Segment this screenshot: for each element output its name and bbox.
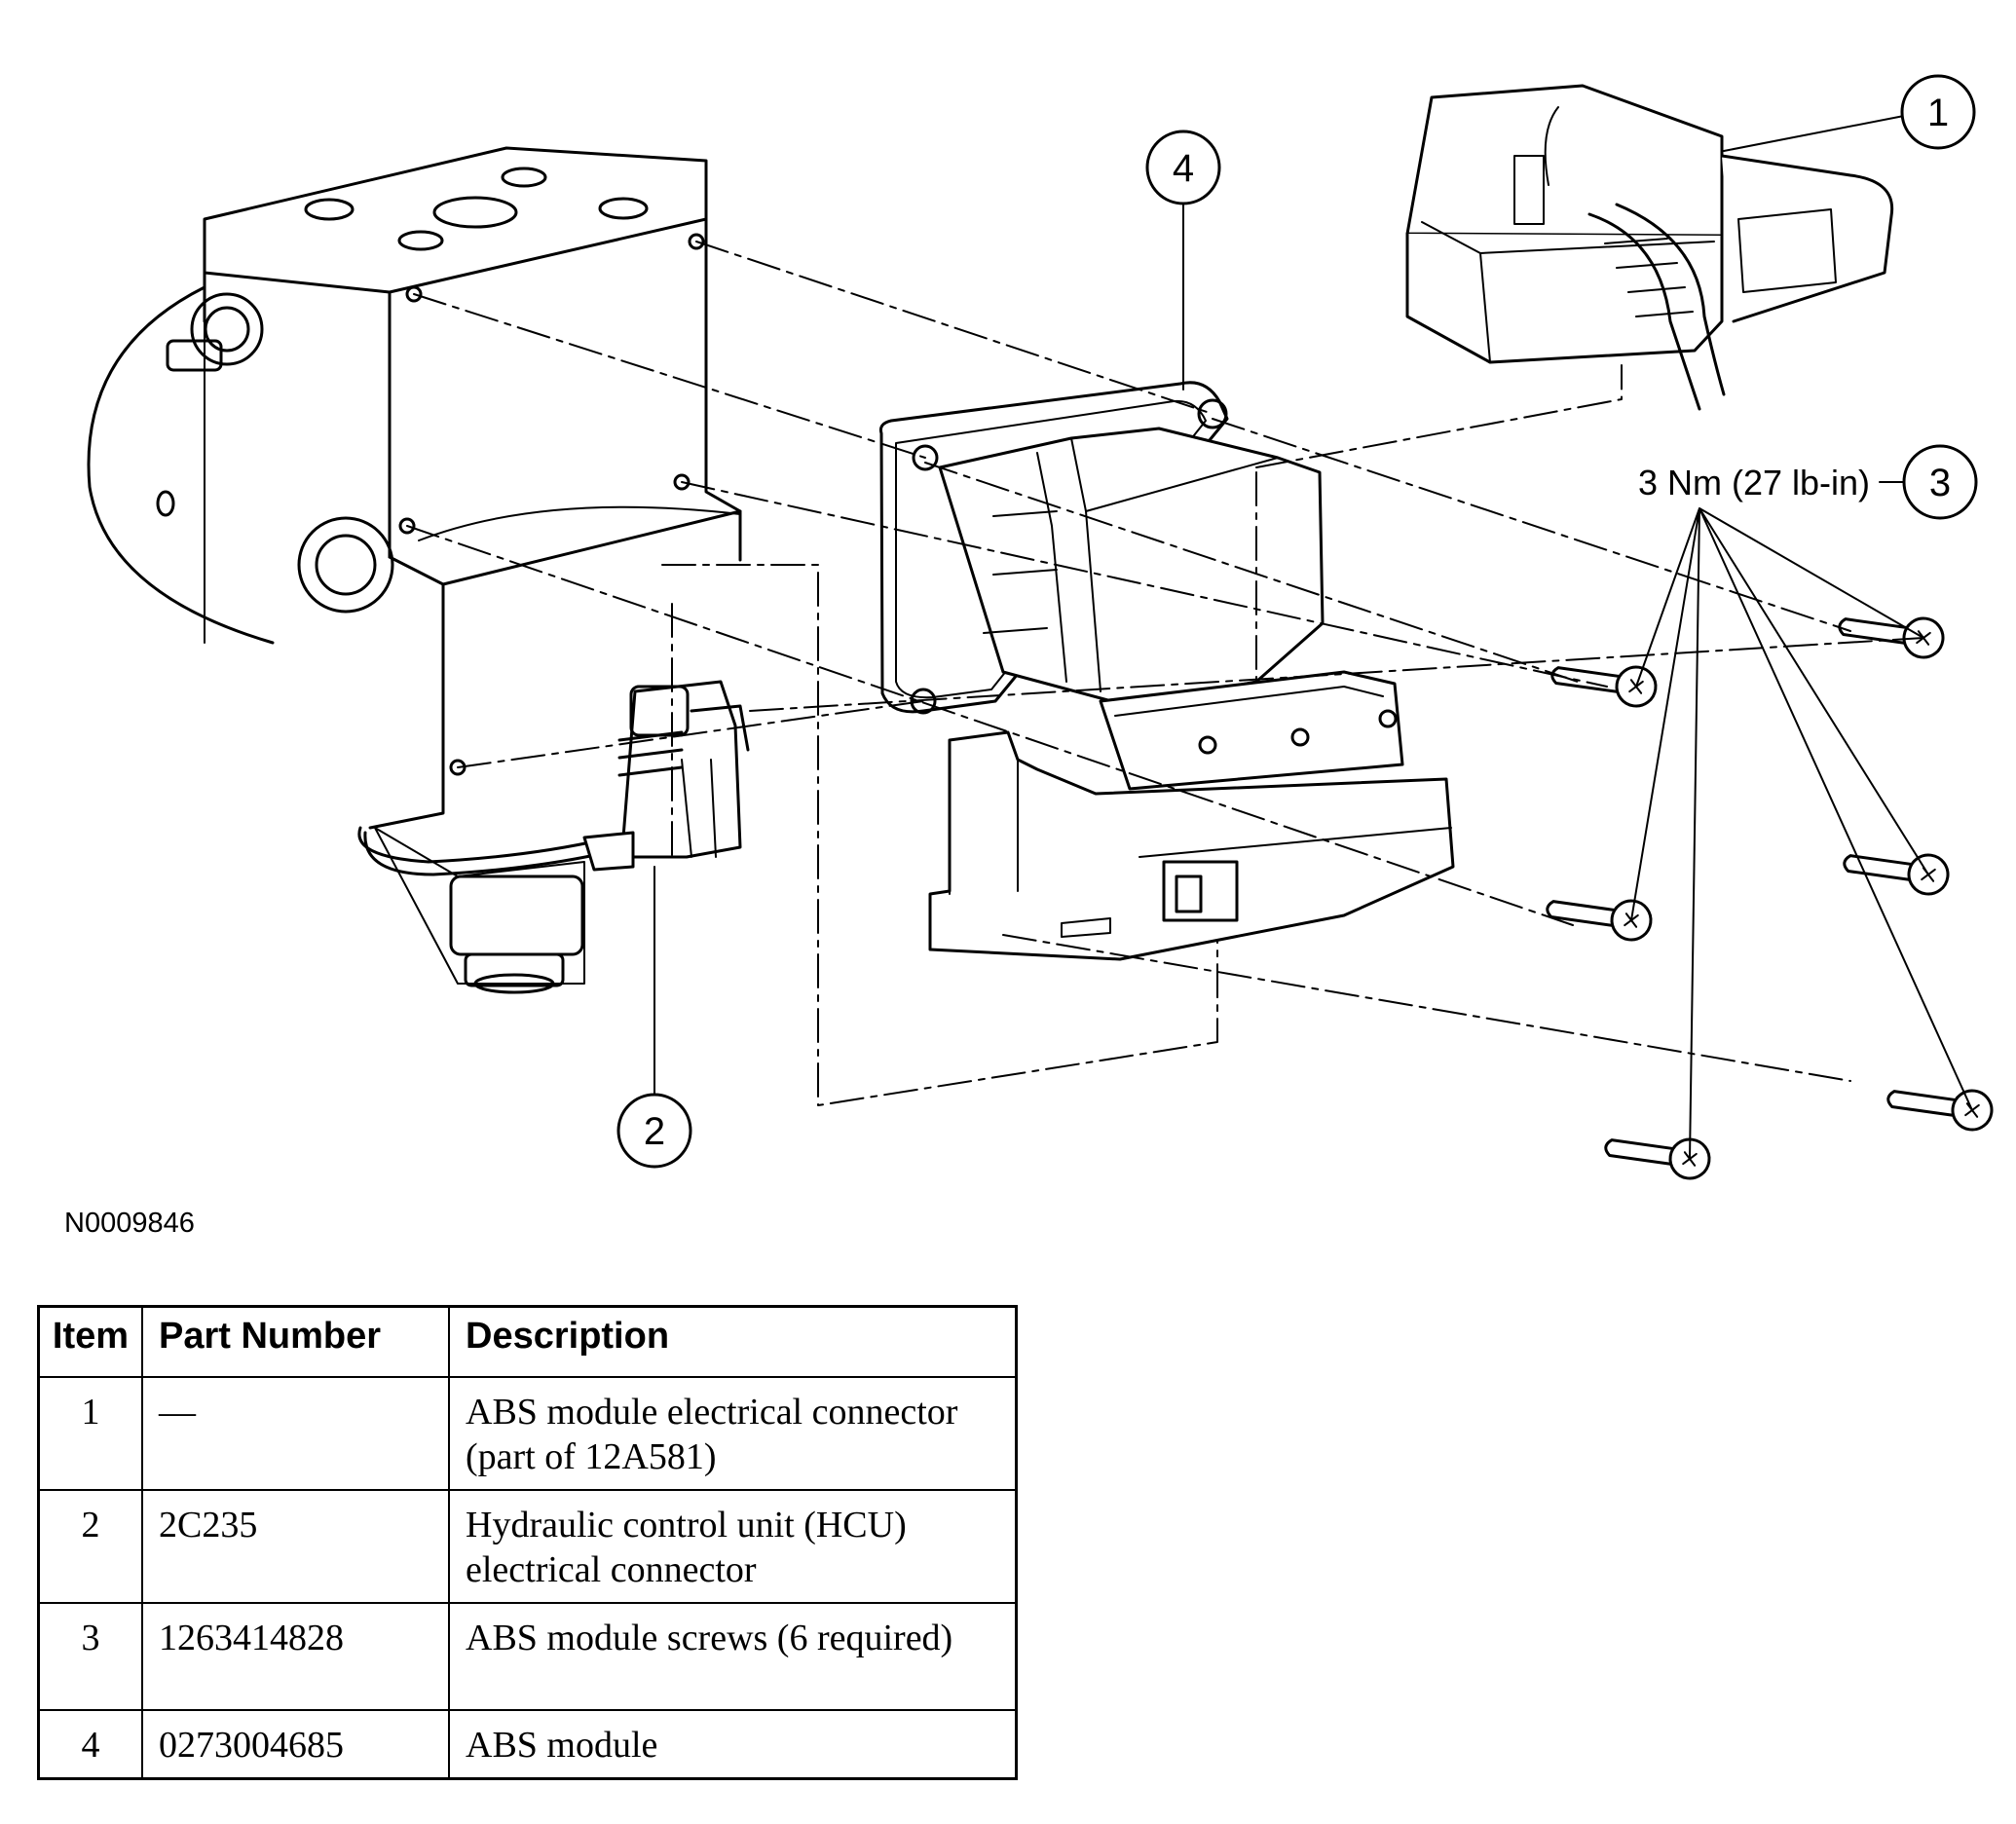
description-cell: ABS module electrical connector (part of… xyxy=(448,1376,1018,1491)
header-description: Description xyxy=(448,1305,1018,1378)
screw xyxy=(1546,899,1653,942)
description-cell: ABS module xyxy=(448,1709,1018,1780)
callout-1-label: 1 xyxy=(1927,92,1949,134)
part-number-cell: 2C235 xyxy=(141,1489,450,1604)
abs-connector-drawing xyxy=(1405,84,1910,411)
table-row: 1 — ABS module electrical connector (par… xyxy=(37,1376,1018,1491)
screw xyxy=(1886,1089,1994,1132)
item-cell: 3 xyxy=(37,1602,143,1711)
part-number-cell: 0273004685 xyxy=(141,1709,450,1780)
table-row: 2 2C235 Hydraulic control unit (HCU) ele… xyxy=(37,1489,1018,1604)
item-cell: 2 xyxy=(37,1489,143,1604)
screw xyxy=(1838,616,1945,659)
part-number-cell: — xyxy=(141,1376,450,1491)
abs-module-screws xyxy=(1546,481,1994,1180)
screw xyxy=(1550,665,1658,708)
screw xyxy=(1843,853,1950,896)
parts-table: Item Part Number Description 1 — ABS mod… xyxy=(37,1305,1018,1780)
callout-3: 3 xyxy=(1902,444,1978,520)
description-cell: ABS module screws (6 required) xyxy=(448,1602,1018,1711)
header-part-number: Part Number xyxy=(141,1305,450,1378)
item-cell: 1 xyxy=(37,1376,143,1491)
item-cell: 4 xyxy=(37,1709,143,1780)
header-item: Item xyxy=(37,1305,143,1378)
screw xyxy=(1604,1137,1711,1180)
figure-id: N0009846 xyxy=(64,1208,195,1239)
torque-spec-label: 3 Nm (27 lb-in) xyxy=(1638,463,1870,503)
part-number-cell: 1263414828 xyxy=(141,1602,450,1711)
callout-2-label: 2 xyxy=(644,1110,665,1153)
table-row: 4 0273004685 ABS module xyxy=(37,1709,1018,1780)
callout-4-label: 4 xyxy=(1173,147,1194,190)
abs-module-drawing xyxy=(879,196,1455,961)
callout-3-label: 3 xyxy=(1929,462,1951,504)
assembly-alignment-lines xyxy=(406,241,1924,1106)
table-header-row: Item Part Number Description xyxy=(37,1305,1018,1378)
callout-2: 2 xyxy=(616,1093,692,1169)
callout-4: 4 xyxy=(1145,130,1221,205)
hcu-connector-drawing xyxy=(582,680,750,1096)
hydraulic-control-unit-drawing xyxy=(87,146,742,994)
table-row: 3 1263414828 ABS module screws (6 requir… xyxy=(37,1602,1018,1711)
description-cell: Hydraulic control unit (HCU) electrical … xyxy=(448,1489,1018,1604)
callout-1: 1 xyxy=(1900,74,1976,150)
